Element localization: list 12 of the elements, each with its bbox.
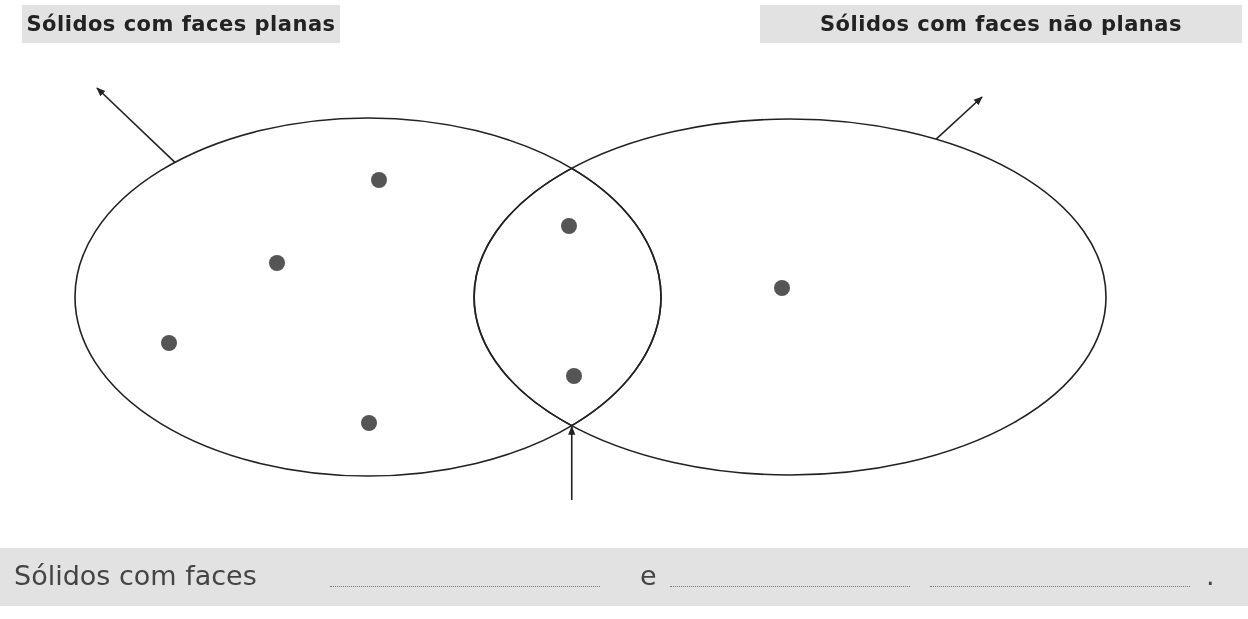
arrow xyxy=(568,425,576,501)
set-ellipse xyxy=(74,117,662,477)
sentence-text: . xyxy=(1206,560,1215,591)
arrow xyxy=(935,96,983,140)
set-label: Sólidos com faces planas xyxy=(22,5,340,43)
sentence-text: Sólidos com faces xyxy=(14,560,257,591)
arrow xyxy=(96,87,176,164)
intersection-region xyxy=(473,167,662,427)
set-ellipse xyxy=(473,118,1107,476)
sentence-text: e xyxy=(640,560,657,591)
set-label: Sólidos com faces não planas xyxy=(760,5,1242,43)
answer-band xyxy=(0,548,1248,606)
